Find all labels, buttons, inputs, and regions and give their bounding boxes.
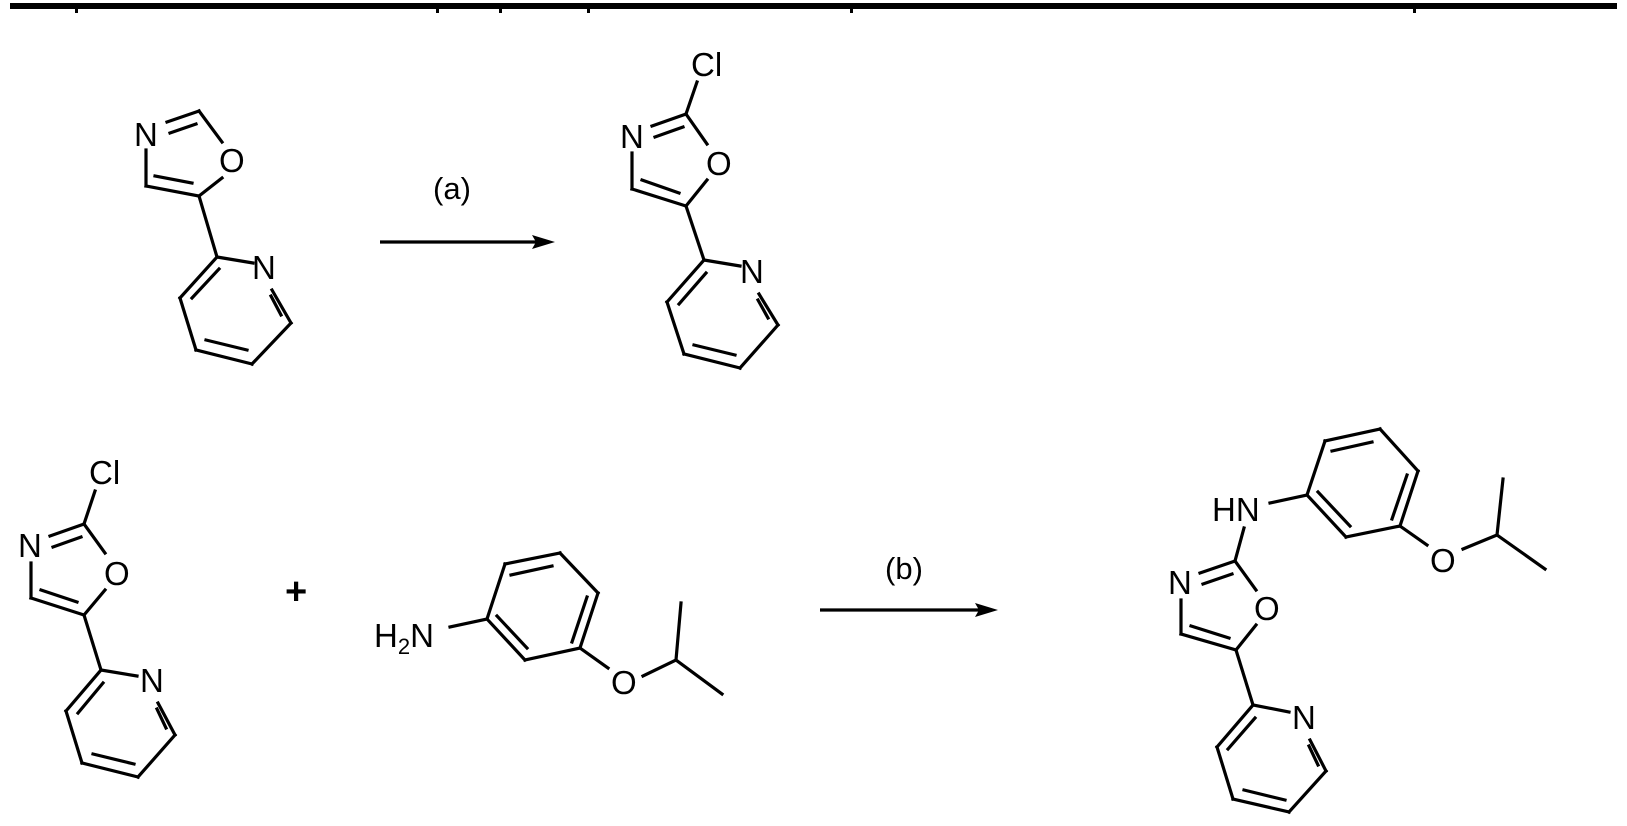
reaction-arrow-a: (a) xyxy=(380,171,555,249)
molecule-reagent-a: N O N xyxy=(134,108,294,367)
atom-label: N xyxy=(620,118,644,155)
reaction-arrow-b: (b) xyxy=(820,551,998,617)
atom-label: HN xyxy=(1212,491,1260,528)
molecule-product-b: HN O N O xyxy=(1168,426,1548,815)
atom-label: N xyxy=(134,116,158,153)
atom-label: O xyxy=(219,142,245,179)
amine-label: H2N xyxy=(374,617,434,659)
atom-label: Cl xyxy=(691,46,722,83)
atom-label: N xyxy=(1292,699,1316,736)
title-underline xyxy=(10,3,1617,13)
atom-label: N xyxy=(252,249,276,286)
atom-label: N xyxy=(140,662,164,699)
atom-label: N xyxy=(740,253,764,290)
atom-label: N xyxy=(1168,564,1192,601)
condition-label-a: (a) xyxy=(433,171,471,206)
atom-label: N xyxy=(18,527,42,564)
atom-label: O xyxy=(1430,542,1456,579)
condition-label-b: (b) xyxy=(885,551,923,586)
atom-label: O xyxy=(706,145,732,182)
molecule-reagent-b1: Cl N O N xyxy=(18,454,178,780)
plus-sign: + xyxy=(285,571,307,613)
atom-label: O xyxy=(1254,590,1280,627)
atom-label: O xyxy=(611,664,637,701)
molecule-product-a: Cl N O N xyxy=(620,46,781,371)
molecule-reagent-b2: H2N O xyxy=(374,550,725,701)
atom-label: Cl xyxy=(89,454,120,491)
atom-label: O xyxy=(104,555,130,592)
